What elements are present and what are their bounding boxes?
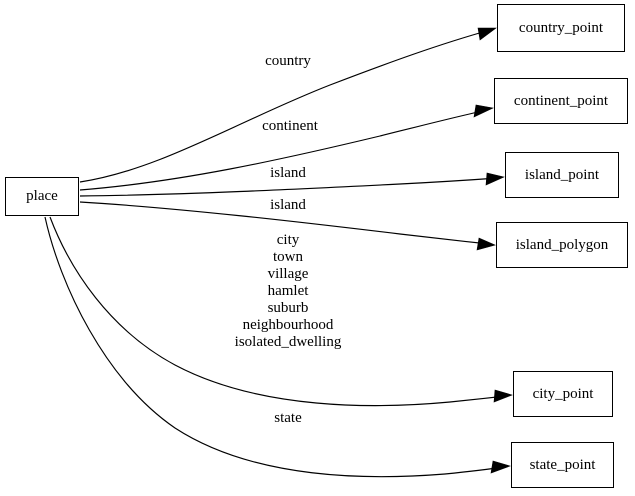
edge-place-to-state_point <box>44 216 505 478</box>
edge-place-to-island_polygon <box>79 201 490 245</box>
node-continent_point[interactable]: continent_point <box>494 78 628 124</box>
arrowhead-icon-country_point <box>477 27 497 41</box>
edge-place-to-city_point <box>49 216 507 407</box>
edge-label-island_point: island <box>270 165 306 181</box>
arrowhead-icon-city_point <box>493 389 513 403</box>
node-place[interactable]: place <box>5 177 79 216</box>
arrowhead-icon-island_polygon <box>476 237 496 251</box>
edge-label-continent_point: continent <box>262 118 318 134</box>
node-island_polygon[interactable]: island_polygon <box>496 222 628 268</box>
node-country_point[interactable]: country_point <box>497 4 625 52</box>
edge-label-island_polygon: island <box>270 197 306 213</box>
node-island_point[interactable]: island_point <box>505 152 619 198</box>
edge-place-to-continent_point <box>79 109 488 191</box>
arrowhead-icon-island_point <box>485 172 505 186</box>
edge-label-country_point: country <box>265 53 311 69</box>
edge-label-city_point: city town village hamlet suburb neighbou… <box>234 232 342 350</box>
edge-label-state_point: state <box>274 410 302 426</box>
arrowhead-icon-state_point <box>490 460 511 474</box>
node-state_point[interactable]: state_point <box>511 442 614 488</box>
arrowhead-icon-continent_point <box>473 104 494 118</box>
edge-place-to-island_point <box>79 177 499 197</box>
node-city_point[interactable]: city_point <box>513 371 613 417</box>
edge-place-to-country_point <box>79 29 491 183</box>
